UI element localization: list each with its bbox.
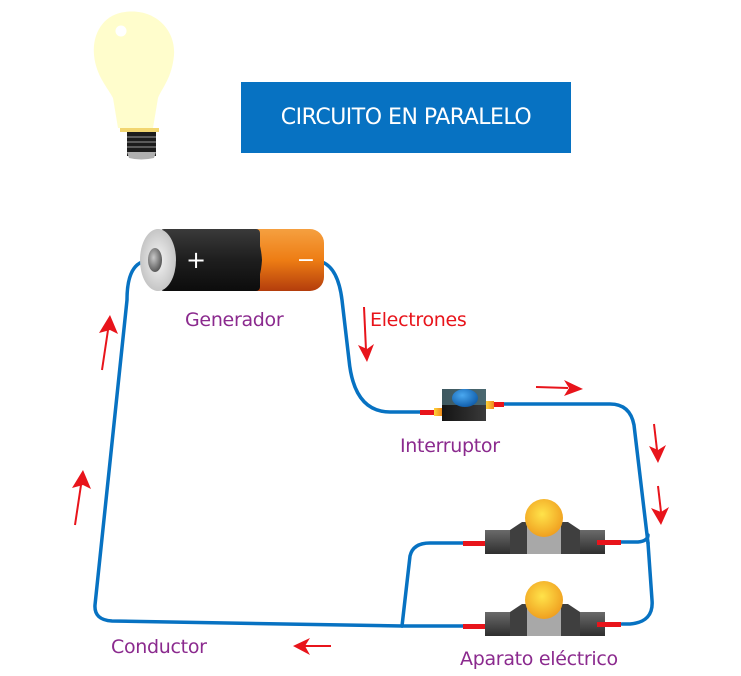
arrow-icon-left-bottom [293, 638, 331, 655]
page-title: CIRCUITO EN PARALELO [280, 105, 532, 130]
battery-negative-symbol: − [297, 248, 315, 273]
battery-positive-symbol: + [186, 246, 206, 274]
wire-battery-to-switch [320, 260, 422, 414]
light-bulb-icon [93, 11, 175, 160]
arrow-icon-up-1 [99, 315, 118, 371]
wire-right-bottom [620, 541, 654, 626]
wires [93, 260, 654, 628]
lamp-icon-top [463, 499, 621, 554]
wire-right-top-branch [618, 533, 650, 544]
wire-switch-to-right [501, 402, 650, 545]
switch-label: Interruptor [400, 435, 500, 457]
battery-icon [140, 229, 324, 291]
generator-label: Generador [185, 309, 284, 331]
wire-left-branch [400, 541, 465, 628]
lamp-icon-bottom [463, 581, 621, 636]
switch-icon [420, 389, 504, 421]
arrow-icon-up-2 [72, 470, 91, 526]
conductor-label: Conductor [111, 636, 207, 658]
appliance-label: Aparato eléctrico [460, 648, 618, 670]
wire-battery-to-left [93, 260, 404, 628]
arrow-icon-electrons-down [358, 306, 374, 362]
arrow-icon-right [535, 380, 583, 396]
arrow-icon-down-2 [651, 485, 669, 525]
arrow-icon-down-1 [649, 423, 666, 463]
electrons-label: Electrones [370, 309, 467, 331]
title-banner: CIRCUITO EN PARALELO [241, 82, 571, 153]
